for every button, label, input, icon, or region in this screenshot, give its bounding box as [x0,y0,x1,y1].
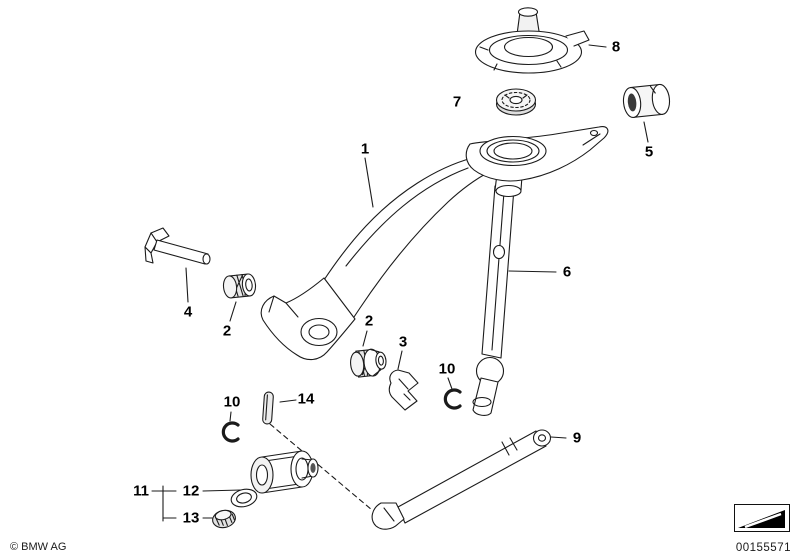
callout-5[interactable]: 5 [644,143,654,161]
callout-10-right[interactable]: 10 [438,360,456,378]
callout-2-right[interactable]: 2 [364,312,374,330]
copyright-text: © BMW AG [10,541,67,553]
callout-10-left[interactable]: 10 [223,393,241,411]
callout-4[interactable]: 4 [183,303,193,321]
image-number: 00155571 [735,542,791,554]
leader-lines [151,44,649,522]
part-4-pin [144,227,211,265]
callout-13[interactable]: 13 [182,509,200,527]
callout-7[interactable]: 7 [452,93,462,111]
callout-14[interactable]: 14 [297,390,315,408]
part-6-shift-rod [472,185,515,416]
part-13-cap [212,509,236,529]
part-5-sleeve [622,83,671,118]
callout-12[interactable]: 12 [182,482,200,500]
part-12-seal-ring [230,488,258,508]
part-12-bushing [250,450,319,494]
page-corner-icon [734,504,790,532]
callout-2-left[interactable]: 2 [222,322,232,340]
part-1-shift-arm [260,126,609,361]
part-10-clip-right [443,388,462,410]
callout-1[interactable]: 1 [360,140,370,158]
part-14-pin [262,391,274,425]
part-3-bracket [388,369,419,411]
part-2-bushing-left [222,273,257,299]
callout-6[interactable]: 6 [562,263,572,281]
callout-8[interactable]: 8 [611,38,621,56]
callout-3[interactable]: 3 [398,333,408,351]
part-8-gaiter [474,7,590,74]
part-2-bushing-right [350,348,387,378]
part-7-washer [495,88,537,116]
callout-11[interactable]: 11 [133,482,149,500]
part-9-selector-rod [371,429,552,530]
part-10-clip-left [221,421,240,443]
callout-9[interactable]: 9 [572,429,582,447]
